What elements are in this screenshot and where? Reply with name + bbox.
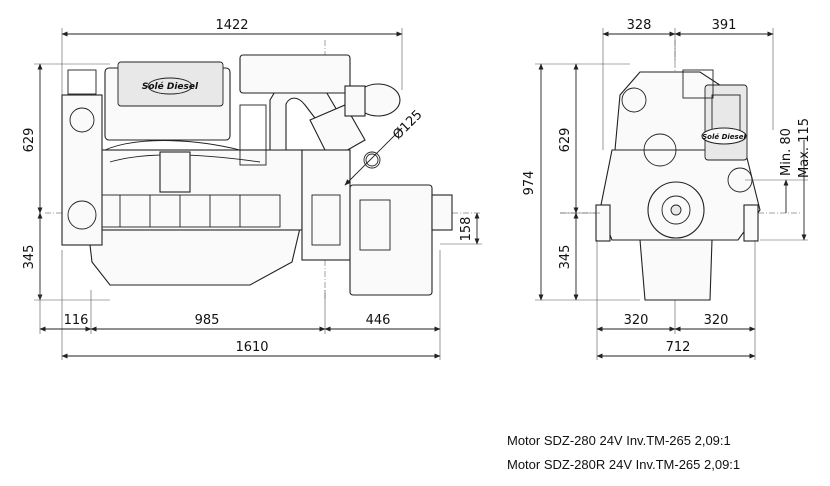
dim-max115: Max. 115 bbox=[797, 118, 812, 178]
dim-116: 116 bbox=[64, 313, 89, 328]
dim-446: 446 bbox=[366, 313, 391, 328]
dim-345-front: 345 bbox=[558, 245, 573, 270]
side-logo: Solé Diesel bbox=[142, 81, 199, 92]
caption-sdz280: Motor SDZ-280 24V Inv.TM-265 2,09:1 bbox=[507, 433, 731, 448]
dim-1610: 1610 bbox=[235, 340, 268, 355]
dim-o125: Ø125 bbox=[390, 107, 425, 142]
dim-629-front: 629 bbox=[558, 128, 573, 153]
caption-sdz280r: Motor SDZ-280R 24V Inv.TM-265 2,09:1 bbox=[507, 457, 741, 472]
dim-1422: 1422 bbox=[215, 18, 248, 33]
dim-158: 158 bbox=[459, 217, 474, 242]
dim-391: 391 bbox=[712, 18, 737, 33]
dim-712: 712 bbox=[666, 340, 691, 355]
dim-328: 328 bbox=[627, 18, 652, 33]
dim-629-side: 629 bbox=[22, 128, 37, 153]
dim-974: 974 bbox=[522, 171, 537, 196]
front-logo: Solé Diesel bbox=[702, 133, 746, 141]
dim-985: 985 bbox=[195, 313, 220, 328]
dim-min80: Min. 80 bbox=[779, 128, 794, 176]
side-view: Solé Diesel 1422 629 345 Ø bbox=[22, 18, 482, 360]
front-view: Solé Diesel 328 391 974 629 345 Min. 80 … bbox=[522, 18, 812, 360]
dim-320-right: 320 bbox=[704, 313, 729, 328]
dim-345-side: 345 bbox=[22, 245, 37, 270]
dim-320-left: 320 bbox=[624, 313, 649, 328]
